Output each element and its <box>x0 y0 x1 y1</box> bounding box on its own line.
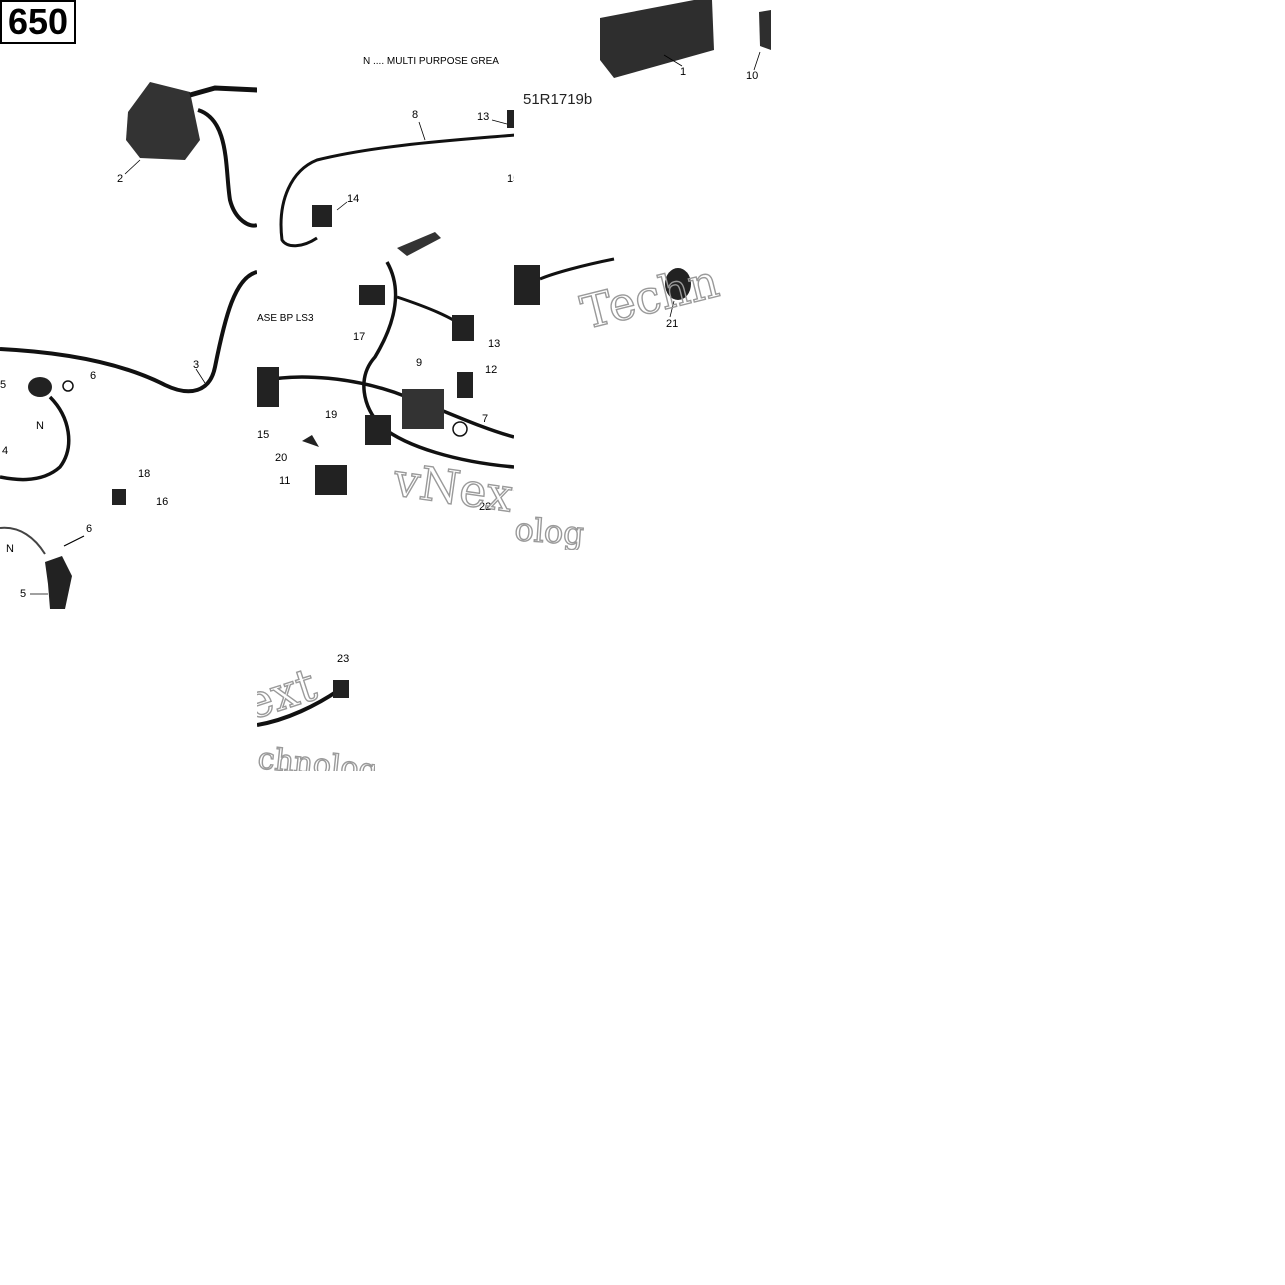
relay-box-9 <box>402 389 444 429</box>
callout-10: 10 <box>746 70 758 82</box>
coil-lead-wire <box>197 108 257 228</box>
grease-note-mid: ASE BP LS3 <box>257 313 314 324</box>
tile-a-svg: 2 <box>117 82 257 228</box>
connector-11 <box>315 465 347 495</box>
connector-18 <box>112 489 126 505</box>
connector-23 <box>333 680 349 698</box>
clip-part-20 <box>302 435 319 447</box>
wire-segment <box>539 257 615 281</box>
callout-4: 4 <box>2 445 8 457</box>
callout-6-bottom: 6 <box>86 523 92 535</box>
wire-23 <box>257 688 341 727</box>
sensor-lead-4 <box>0 395 71 482</box>
callout-5-left: 5 <box>0 379 6 391</box>
diagram-tile-bottom-left: 6 N 5 <box>0 514 257 614</box>
callout-8: 8 <box>412 109 418 121</box>
diagram-tile-bottom-center: 23 ext chnolog <box>257 640 375 771</box>
tile-e-svg: ASE BP LS3 17 13 9 12 19 7 15 20 11 22 v… <box>257 261 514 514</box>
callout-7: 7 <box>482 413 488 425</box>
watermark-text-b: vNext Te <box>389 452 514 514</box>
callout-12: 12 <box>485 364 497 376</box>
clip-part-6 <box>62 380 74 392</box>
callout-22: 22 <box>479 501 491 513</box>
diagram-reference-code: 51R1719b <box>523 91 592 108</box>
watermark-text-c: olog <box>514 510 585 550</box>
diagram-tile-middle-left: 3 5 6 N 4 18 16 <box>0 257 257 514</box>
callout-5-bottom: 5 <box>20 588 26 600</box>
callout-23: 23 <box>337 653 349 665</box>
ignition-coil-part <box>126 82 200 160</box>
callout-21: 21 <box>666 318 678 330</box>
tile-c-svg: 1 10 51R1719b <box>523 0 771 108</box>
callout-2: 2 <box>117 173 123 185</box>
tile-d-svg: 3 5 6 N 4 18 16 <box>0 270 257 508</box>
note-n-a: N <box>36 420 44 432</box>
callout-9: 9 <box>416 357 422 369</box>
connector-14 <box>312 205 332 227</box>
connector-15-mid <box>257 367 279 407</box>
callout-20: 20 <box>275 452 287 464</box>
watermark-text-d: ext <box>257 657 323 731</box>
main-harness <box>362 261 514 469</box>
connector-13-mid <box>452 315 474 341</box>
callout-13-top: 13 <box>477 111 489 123</box>
note-n-b: N <box>6 543 14 555</box>
callout-13-mid: 13 <box>488 338 500 350</box>
callout-18: 18 <box>138 468 150 480</box>
callout-6-top: 6 <box>90 370 96 382</box>
tile-i-svg: olog <box>514 509 586 550</box>
diagram-tile-center: ASE BP LS3 17 13 9 12 19 7 15 20 11 22 v… <box>257 257 514 514</box>
strap-part <box>397 232 441 256</box>
ecm-module-1 <box>600 0 714 78</box>
callout-1: 1 <box>680 66 686 78</box>
diagram-tile-top-middle: N .... MULTI PURPOSE GREA 8 13 14 15 <box>257 0 514 257</box>
connector-segment <box>514 265 540 305</box>
watermark-text-e: chnolog <box>257 741 375 771</box>
wire-harness-3 <box>0 270 257 394</box>
connector-19 <box>365 415 391 445</box>
grease-note-top: N .... MULTI PURPOSE GREA <box>363 56 499 67</box>
diagram-tile-middle-right: 21 Techn <box>514 257 771 514</box>
callout-14: 14 <box>347 193 359 205</box>
callout-15-top: 15 <box>507 173 514 185</box>
sensor-part-5 <box>28 377 52 397</box>
callout-16: 16 <box>156 496 168 508</box>
wire-harness-8 <box>279 133 514 248</box>
tile-f-svg: 21 Techn <box>514 257 725 340</box>
clip-part-7 <box>452 421 468 437</box>
callout-15-mid: 15 <box>257 429 269 441</box>
connector-12 <box>457 372 473 398</box>
watermark-text-a: Techn <box>576 257 724 340</box>
lead-wire-bottom <box>0 526 46 555</box>
connector-17 <box>359 285 385 305</box>
boot-part-5 <box>45 556 72 609</box>
diagram-tile-top-right: 1 10 51R1719b <box>514 0 771 257</box>
tile-g-svg: 6 N 5 <box>0 523 92 609</box>
watermark-fragment: olog <box>514 500 632 550</box>
tile-b-svg: N .... MULTI PURPOSE GREA 8 13 14 15 <box>279 56 514 256</box>
callout-3: 3 <box>193 359 199 371</box>
callout-17: 17 <box>353 331 365 343</box>
coil-cable <box>189 85 257 98</box>
sensor-21 <box>665 268 691 300</box>
part-10 <box>759 10 771 50</box>
callout-19: 19 <box>325 409 337 421</box>
diagram-tile-top-left: 2 650 <box>0 0 257 257</box>
callout-11: 11 <box>279 475 290 487</box>
pin-part-6 <box>63 535 85 547</box>
connector-13-top <box>507 110 514 128</box>
tile-h-svg: 23 ext chnolog <box>257 653 375 771</box>
page-badge: 650 <box>0 0 77 44</box>
